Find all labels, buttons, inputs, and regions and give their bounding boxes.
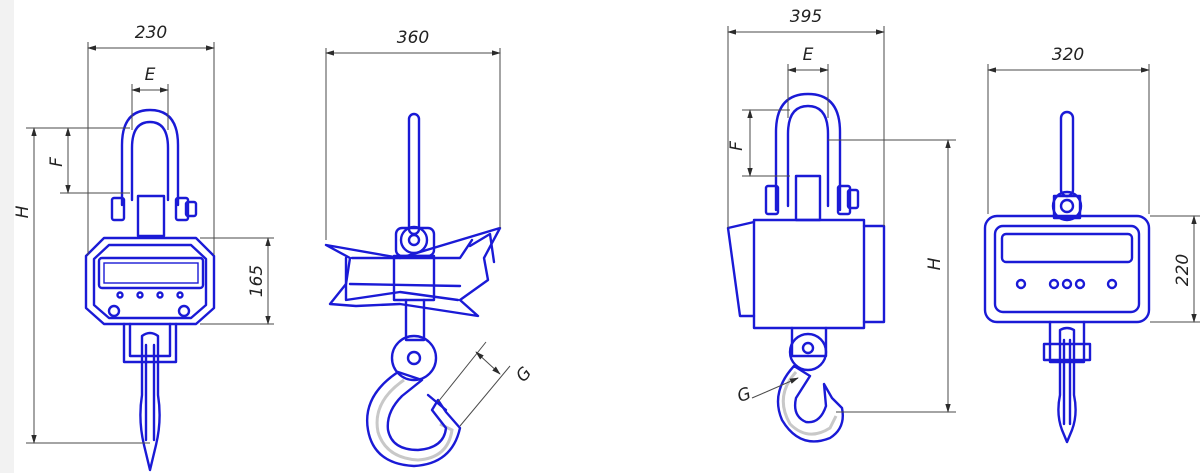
display-window [1000, 232, 1134, 264]
dim-230: 230 [87, 23, 215, 255]
button-5 [1106, 278, 1118, 290]
hook-side [1057, 326, 1077, 444]
shackle-side [1059, 110, 1075, 198]
button-4 [176, 291, 184, 299]
hook-body [776, 364, 844, 443]
dim-g-b: G [735, 377, 799, 407]
dim-320: 320 [987, 45, 1150, 214]
scale-body [84, 236, 216, 326]
dim-e: E [787, 45, 829, 118]
dim-label-body-height: 165 [247, 265, 267, 297]
body-wing [324, 226, 502, 318]
dim-360: 360 [325, 28, 501, 240]
hook-neck [122, 322, 178, 364]
dim-label-e: E [803, 45, 814, 65]
shackle-side [407, 112, 421, 236]
view-scale-a-side: 360 G [324, 28, 536, 468]
button-3 [156, 291, 164, 299]
hook-mount [1048, 320, 1086, 364]
dim-label-width: 395 [790, 7, 822, 27]
dim-label-body-height: 220 [1173, 254, 1193, 286]
hook-side [139, 331, 161, 472]
swivel-block [136, 194, 166, 238]
button-2 [136, 291, 144, 299]
dim-label-e: E [145, 65, 156, 85]
swivel-eye [399, 225, 429, 255]
button-1 [116, 291, 124, 299]
dim-f: F [727, 109, 790, 177]
view-scale-b-back: 320 220 [983, 45, 1200, 444]
shackle-outline [774, 92, 842, 212]
shackle-outline [120, 108, 180, 207]
scale-body [752, 218, 866, 330]
dim-165: 165 [200, 237, 274, 325]
view-scale-b-front: 395 E F H G [726, 7, 956, 443]
dim-label-f: F [727, 141, 747, 151]
dim-label-width: 320 [1052, 45, 1084, 65]
button-1 [1015, 278, 1027, 290]
dim-h: H [13, 127, 150, 444]
dim-220: 220 [1150, 215, 1200, 323]
button-2 [1048, 278, 1060, 290]
dim-label-side-width: 360 [397, 28, 429, 48]
dim-label-h: H [13, 205, 33, 218]
dim-h: H [828, 139, 956, 413]
button-4 [1074, 278, 1086, 290]
bolt-right [177, 304, 191, 318]
display-frame [993, 224, 1141, 314]
body-core [392, 254, 436, 302]
shackle-pin-left [110, 196, 126, 222]
bolt-left [107, 304, 121, 318]
view-scale-a-front: 230 E F H 165 [13, 23, 274, 472]
dim-395: 395 [727, 7, 885, 228]
dim-g-a: G [437, 341, 536, 427]
dim-label-g: G [512, 363, 536, 386]
dim-e: E [131, 65, 169, 130]
dim-label-width: 230 [135, 23, 167, 43]
dim-label-h: H [925, 257, 945, 270]
dim-label-f: F [47, 157, 67, 167]
hook-eye [390, 334, 438, 382]
shackle-pin-right [174, 196, 190, 222]
shackle-inner [130, 120, 170, 202]
hook-eye [788, 332, 828, 372]
page-margin [0, 0, 14, 473]
button-3 [1061, 278, 1073, 290]
scale-body [983, 214, 1151, 324]
dim-label-g: G [735, 384, 754, 407]
hook-body [365, 370, 462, 468]
display-window [97, 256, 205, 290]
swivel-block [794, 174, 822, 222]
